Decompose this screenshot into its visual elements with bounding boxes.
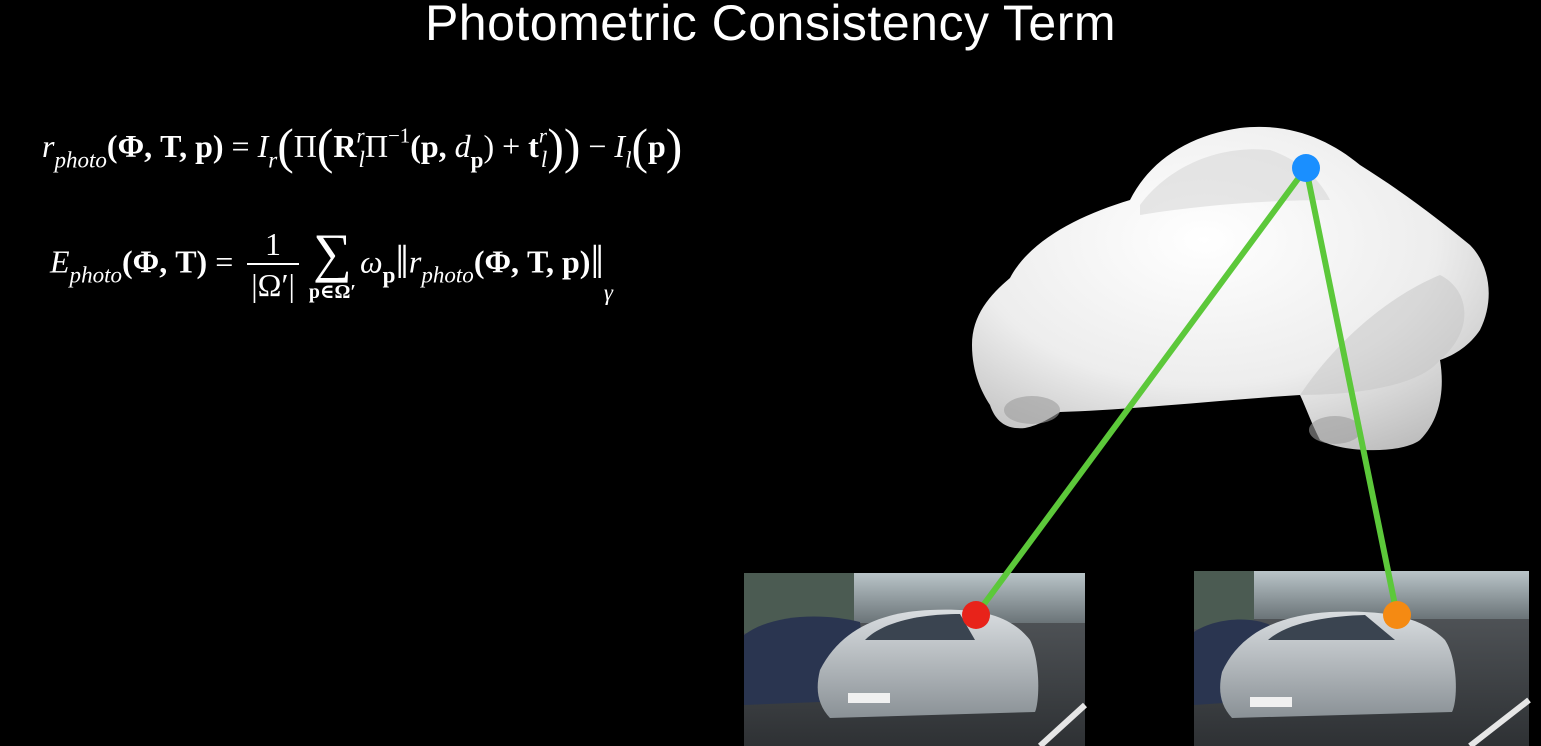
rotation-subscript: l — [358, 146, 365, 173]
projection-symbol: Π — [293, 128, 317, 165]
minus-sign: − — [580, 128, 615, 165]
fraction-numerator: 1 — [265, 226, 282, 262]
paren-close-3: ) — [665, 119, 683, 174]
right-image-car-window — [1268, 615, 1395, 640]
rotation-symbol: R — [333, 128, 357, 165]
pixel-symbol: p — [647, 128, 666, 165]
norm-open: ‖ — [395, 236, 409, 290]
model-point — [1292, 154, 1320, 182]
energy-equation: Ephoto(Φ, T) = 1|Ω′|∑p∈Ω′ωp‖rphoto(Φ, T,… — [50, 226, 613, 306]
car-3d-model — [972, 126, 1489, 451]
robust-norm-subscript: γ — [603, 278, 613, 305]
fraction-denominator: |Ω′| — [247, 263, 299, 304]
energy-subscript: photo — [69, 261, 123, 288]
right-image-lane-marking — [1468, 697, 1531, 746]
pixel-arg: (p, — [410, 128, 455, 165]
residual-subscript: photo — [421, 261, 474, 288]
residual-equation: rphoto(Φ, T, p) = Ir(Π(RrlΠ−1(p, dp) + t… — [42, 118, 682, 175]
right-image-subscript: r — [268, 146, 278, 173]
equals-sign: = — [207, 243, 242, 280]
residual-symbol: r — [408, 243, 422, 280]
weight-subscript: p — [382, 261, 396, 288]
left-image-point — [962, 601, 990, 629]
car-3d-side-shade — [1300, 275, 1465, 395]
car-3d-wheel-front — [1004, 396, 1060, 424]
energy-args: (Φ, T) — [122, 243, 208, 280]
summation-limits: p∈Ω′ — [308, 280, 357, 303]
left-image-lane-marking — [1037, 702, 1088, 746]
plus-sign: ) + — [483, 128, 529, 165]
right-image-point — [1383, 601, 1411, 629]
paren-open-1: ( — [277, 119, 294, 174]
left-image-symbol: I — [614, 128, 626, 165]
translation-subscript: l — [540, 146, 548, 173]
left-image-car-window — [865, 614, 975, 640]
backprojection-symbol: Π — [364, 128, 389, 165]
paren-open-3: ( — [631, 119, 648, 174]
residual-subscript: photo — [54, 146, 107, 173]
energy-symbol: E — [50, 243, 70, 280]
sigma-icon: ∑ — [313, 223, 352, 284]
paren-close-2: ) — [547, 119, 564, 174]
rotation-superscript: r — [356, 124, 365, 148]
equals-sign: = — [223, 128, 258, 165]
summation: ∑p∈Ω′ — [309, 226, 356, 303]
right-image-symbol: I — [257, 128, 269, 165]
weight-symbol: ω — [360, 243, 383, 280]
right-image-building — [1194, 571, 1254, 629]
left-image-subscript: l — [625, 146, 632, 173]
residual-args: (Φ, T, p) — [473, 243, 591, 280]
slide-title: Photometric Consistency Term — [424, 0, 1117, 51]
right-correspondence-line — [1303, 165, 1400, 618]
left-correspondence-line — [973, 165, 1309, 618]
depth-subscript: p — [470, 146, 484, 173]
depth-symbol: d — [454, 128, 471, 165]
paren-close-1: ) — [563, 119, 581, 174]
left-image-plate — [848, 693, 890, 703]
norm-close: ‖ — [590, 236, 604, 290]
residual-symbol: r — [42, 128, 55, 165]
paren-open-2: ( — [316, 119, 334, 174]
normalization-fraction: 1|Ω′| — [247, 226, 299, 304]
right-camera-image — [1194, 571, 1531, 746]
residual-args: (Φ, T, p) — [106, 128, 224, 165]
car-3d-wheel-rear — [1309, 416, 1361, 444]
translation-superscript: r — [538, 124, 547, 148]
right-image-plate — [1250, 697, 1292, 707]
inverse-superscript: −1 — [388, 124, 411, 148]
translation-symbol: t — [528, 128, 539, 165]
left-camera-image — [744, 573, 1088, 746]
